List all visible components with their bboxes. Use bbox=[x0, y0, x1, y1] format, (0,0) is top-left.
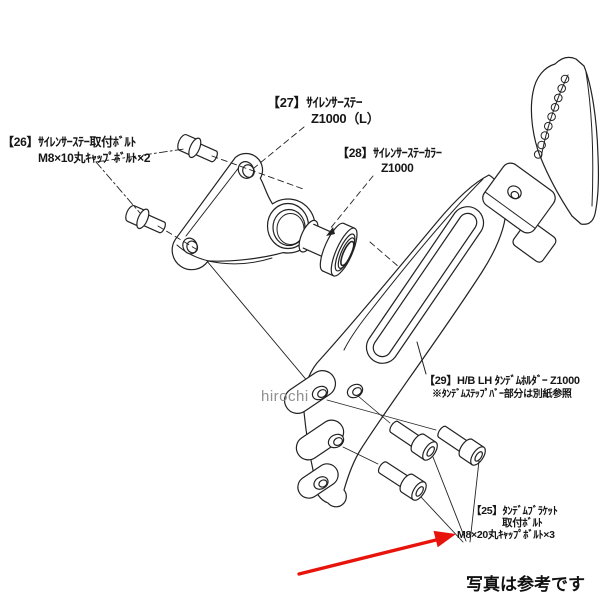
holder-slot bbox=[365, 206, 485, 364]
callout-25-line2: 取付ﾎﾞﾙﾄ bbox=[502, 517, 543, 529]
callout-29-line1: 【29】H/B LH ﾀﾝﾃﾞﾑﾎﾙﾀﾞｰ Z1000 bbox=[424, 375, 580, 387]
red-pointer-arrow bbox=[297, 530, 456, 576]
reference-caption: 写真は参考です bbox=[466, 575, 585, 594]
holder-pivot-block bbox=[482, 162, 557, 263]
holder-lug bbox=[283, 370, 337, 414]
callout-28-line2: Z1000 bbox=[381, 161, 414, 175]
callout-25-line3: M8×20丸ｷｬｯﾌﾟﾎﾞﾙﾄ×3 bbox=[457, 529, 555, 541]
callout-27-line1: 【27】ｻｲﾚﾝｻｰｽﾃｰ bbox=[267, 95, 363, 110]
callout-27-line2: Z1000（L） bbox=[311, 111, 380, 126]
holder-bolt-hole bbox=[311, 385, 329, 401]
callout-29-line2: ※ﾀﾝﾃﾞﾑｽﾃｯﾌﾟﾊﾞｰ部分は別紙参照 bbox=[432, 389, 572, 400]
silencer-stay-part bbox=[171, 153, 316, 271]
m8x10-cap-bolt bbox=[177, 133, 218, 163]
callout-26-line1: 【26】ｻｲﾚﾝｻｰｽﾃｰ取付ﾎﾞﾙﾄ bbox=[2, 135, 136, 149]
leader-arrowhead bbox=[326, 227, 335, 236]
tandem-holder-part bbox=[283, 174, 507, 508]
callout-25-line1: 【25】ﾀﾝﾃﾞﾑﾌﾞﾗｹｯﾄ bbox=[471, 505, 558, 517]
callout-26-line2: M8×10丸ｷｬｯﾌﾟﾎﾞﾙﾄ×2 bbox=[38, 151, 151, 165]
holder-lug bbox=[295, 419, 345, 461]
holder-bolt-hole bbox=[327, 433, 345, 449]
assembly-lines-bolts bbox=[326, 395, 437, 465]
assembly-line bbox=[200, 253, 315, 390]
silencer-stay-collar-part bbox=[298, 219, 358, 277]
knurl-serrations bbox=[533, 74, 570, 159]
stay-hole bbox=[182, 237, 199, 255]
tandem-step-bar bbox=[530, 56, 599, 225]
leader-lines bbox=[95, 126, 480, 543]
stay-hole bbox=[237, 161, 255, 179]
holder-bolt-hole bbox=[313, 476, 329, 490]
m8x10-cap-bolt bbox=[125, 204, 166, 234]
m8x20-cap-bolt bbox=[377, 461, 427, 501]
m8x20-cap-bolt bbox=[437, 425, 486, 466]
watermark-text: hirochi bbox=[261, 388, 309, 405]
m8x20-cap-bolt bbox=[389, 420, 438, 461]
callout-28-line1: 【28】ｻｲﾚﾝｻｰｽﾃｰｶﾗｰ bbox=[337, 146, 442, 160]
